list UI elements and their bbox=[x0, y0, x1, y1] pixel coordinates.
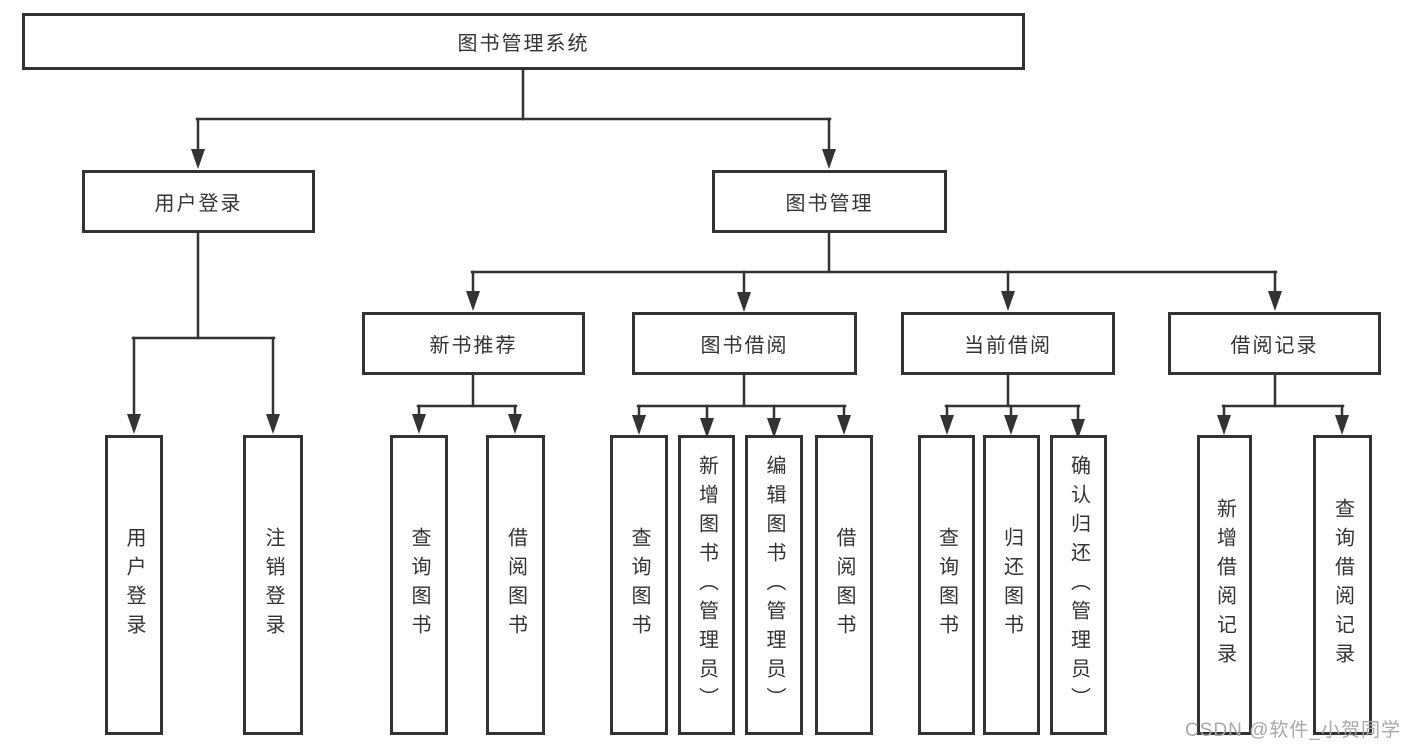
leaf-user-login: 用户登录 bbox=[105, 435, 163, 735]
arrow-down-icon bbox=[191, 149, 205, 169]
arrow-down-icon bbox=[1004, 415, 1018, 435]
leaf-borrow-books-recommend: 借阅图书 bbox=[486, 435, 545, 735]
leaf-return-books: 归还图书 bbox=[983, 435, 1040, 735]
arrow-down-icon bbox=[1071, 419, 1085, 439]
leaf-query-books-current: 查询图书 bbox=[918, 435, 975, 735]
leaf-logout: 注销登录 bbox=[243, 435, 303, 735]
arrow-down-icon bbox=[632, 415, 646, 435]
arrow-down-icon bbox=[1001, 291, 1015, 311]
arrow-down-icon bbox=[767, 418, 781, 438]
arrow-down-icon bbox=[1335, 415, 1349, 435]
leaf-query-borrow-record: 查询借阅记录 bbox=[1313, 435, 1372, 735]
arrow-down-icon bbox=[737, 292, 751, 312]
arrow-down-icon bbox=[412, 414, 426, 434]
node-user-login: 用户登录 bbox=[82, 170, 315, 233]
leaf-query-books-recommend: 查询图书 bbox=[390, 435, 448, 735]
node-borrowing-records: 借阅记录 bbox=[1168, 312, 1381, 375]
node-book-borrowing: 图书借阅 bbox=[632, 312, 857, 375]
node-current-borrowing: 当前借阅 bbox=[901, 312, 1115, 375]
arrow-down-icon bbox=[700, 418, 714, 438]
arrow-down-icon bbox=[1217, 415, 1231, 435]
leaf-confirm-return-admin: 确认归还（管理员） bbox=[1050, 435, 1107, 735]
node-book-management: 图书管理 bbox=[712, 170, 947, 233]
arrow-down-icon bbox=[466, 291, 480, 311]
leaf-query-books-borrowing: 查询图书 bbox=[610, 435, 668, 735]
arrow-down-icon bbox=[1268, 291, 1282, 311]
arrow-down-icon bbox=[508, 414, 522, 434]
arrow-down-icon bbox=[837, 415, 851, 435]
arrow-down-icon bbox=[266, 414, 280, 434]
leaf-add-books-admin: 新增图书（管理员） bbox=[678, 435, 735, 735]
node-new-book-recommendation: 新书推荐 bbox=[362, 312, 585, 375]
node-library-system: 图书管理系统 bbox=[22, 13, 1025, 70]
leaf-borrow-books-borrowing: 借阅图书 bbox=[815, 435, 873, 735]
csdn-watermark: CSDN @软件_小贺同学 bbox=[1185, 720, 1401, 741]
leaf-edit-books-admin: 编辑图书（管理员） bbox=[745, 435, 803, 735]
arrow-down-icon bbox=[127, 414, 141, 434]
leaf-add-borrow-record: 新增借阅记录 bbox=[1197, 435, 1252, 735]
arrow-down-icon bbox=[940, 415, 954, 435]
arrow-down-icon bbox=[822, 149, 836, 169]
